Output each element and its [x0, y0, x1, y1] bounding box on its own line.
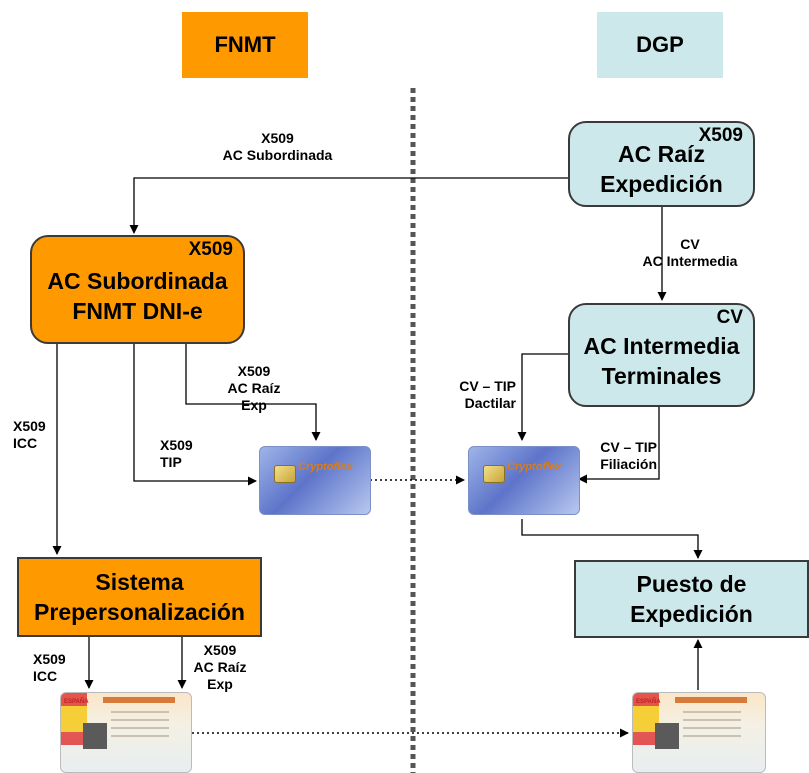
box-line1: AC Subordinada: [47, 267, 228, 294]
box-tag: CV: [716, 307, 743, 328]
label-line: X509: [13, 418, 46, 434]
label-line: X509: [160, 437, 193, 453]
label-line: AC Raíz: [227, 380, 281, 396]
box-line2: Expedición: [630, 601, 753, 627]
box-line2: Terminales: [601, 363, 722, 389]
box-line1: AC Intermedia: [583, 333, 740, 359]
dni-text-line: [111, 711, 169, 713]
label-line: CV: [680, 236, 700, 252]
label-line: X509: [261, 130, 294, 146]
dni-header-bar: [103, 697, 175, 703]
arrow-sub-to-card-tip: [133, 344, 257, 486]
box-puesto-expedicion: Puesto de Expedición: [574, 560, 809, 638]
flag-icon: [61, 693, 87, 745]
header-dgp-label: DGP: [636, 32, 684, 57]
arrow-card-to-puesto: [521, 519, 703, 559]
arrow-int-to-card-filiacion: [578, 407, 660, 484]
label-line: Exp: [241, 397, 267, 413]
dni-card-left: ESPAÑA: [60, 692, 192, 773]
box-ac-intermedia: CV AC Intermedia Terminales: [568, 303, 755, 407]
label-x509-ac-raiz-exp-2: X509 AC Raíz Exp: [185, 642, 255, 693]
label-cv-ac-intermedia: CV AC Intermedia: [620, 236, 760, 270]
dni-photo: [83, 723, 107, 749]
box-line2: Prepersonalización: [34, 599, 245, 625]
dni-text-line: [683, 711, 741, 713]
label-line: Exp: [207, 676, 233, 692]
flag-icon: [633, 693, 659, 745]
dni-country: ESPAÑA: [64, 699, 89, 705]
label-line: CV – TIP: [600, 439, 657, 455]
card-brand: Cryptoflex: [298, 461, 353, 473]
label-x509-ac-subordinada: X509 AC Subordinada: [205, 130, 350, 164]
chip-icon: [483, 465, 505, 483]
label-x509-icc: X509 ICC: [13, 418, 63, 452]
label-line: AC Raíz: [193, 659, 247, 675]
label-line: ICC: [13, 435, 38, 451]
label-x509-icc-2: X509 ICC: [33, 651, 83, 685]
label-cv-tip-filiacion: CV – TIP Filiación: [575, 439, 657, 473]
dni-text-line: [111, 719, 169, 721]
dni-photo: [655, 723, 679, 749]
smart-card-right: Cryptoflex: [468, 446, 580, 515]
label-line: X509: [237, 363, 271, 379]
box-line2: FNMT DNI-e: [72, 297, 203, 324]
header-fnmt: FNMT: [182, 12, 308, 78]
box-line1: Sistema: [95, 569, 184, 595]
label-x509-ac-raiz-exp: X509 AC Raíz Exp: [214, 363, 294, 414]
dni-text-line: [683, 719, 741, 721]
label-line: CV – TIP: [459, 378, 516, 394]
smart-card-left: Cryptoflex: [259, 446, 371, 515]
label-line: AC Subordinada: [222, 147, 333, 163]
label-line: Dactilar: [464, 395, 516, 411]
label-line: AC Intermedia: [642, 253, 738, 269]
box-ac-subordinada: X509 AC Subordinada FNMT DNI-e: [30, 235, 245, 344]
arrow-sub-to-card-raiz: [185, 344, 321, 441]
box-line1: Puesto de: [636, 571, 747, 597]
box-tag: X509: [698, 125, 743, 146]
dni-card-right: ESPAÑA: [632, 692, 766, 773]
arrow-raiz-to-sub: [129, 177, 568, 234]
label-x509-tip: X509 TIP: [160, 437, 220, 471]
box-sistema-prepersonalizacion: Sistema Prepersonalización: [17, 557, 262, 637]
chip-icon: [274, 465, 296, 483]
dni-text-line: [111, 727, 169, 729]
arrow-int-to-card-dactilar: [517, 353, 568, 441]
box-ac-raiz-expedicion: X509 AC Raíz Expedición: [568, 121, 755, 207]
dni-text-line: [683, 735, 741, 737]
dni-text-line: [111, 735, 169, 737]
box-tag: X509: [188, 239, 233, 260]
header-fnmt-label: FNMT: [214, 32, 276, 57]
dni-country: ESPAÑA: [636, 699, 661, 705]
label-line: X509: [203, 642, 237, 658]
box-line1: AC Raíz: [618, 141, 705, 167]
header-dgp: DGP: [597, 12, 723, 78]
label-line: TIP: [160, 454, 182, 470]
card-brand: Cryptoflex: [507, 461, 562, 473]
label-cv-tip-dactilar: CV – TIP Dactilar: [436, 378, 516, 412]
dni-header-bar: [675, 697, 747, 703]
label-line: ICC: [33, 668, 58, 684]
box-line2: Expedición: [600, 171, 723, 197]
label-line: X509: [33, 651, 66, 667]
label-line: Filiación: [600, 456, 657, 472]
dni-text-line: [683, 727, 741, 729]
